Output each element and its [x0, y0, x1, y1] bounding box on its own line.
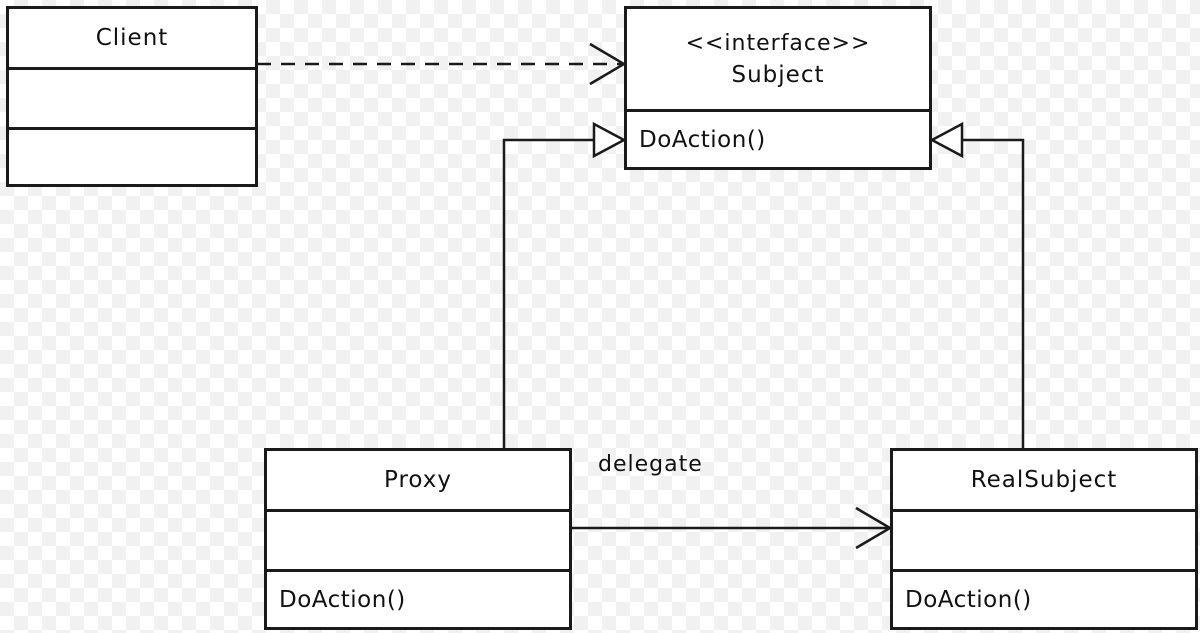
dependency-client-subject[interactable]: [257, 42, 627, 86]
interface-subject[interactable]: <<interface>> Subject DoAction(): [624, 6, 932, 170]
attributes-compartment: [267, 512, 569, 572]
class-name-compartment: <<interface>> Subject: [627, 9, 929, 112]
operations-compartment: DoAction(): [267, 572, 569, 627]
class-name-compartment: Client: [9, 9, 255, 70]
realization-proxy-subject[interactable]: [502, 121, 627, 448]
class-name-compartment: Proxy: [267, 451, 569, 512]
class-name: Proxy: [383, 467, 452, 493]
operation-doaction: DoAction(): [905, 586, 1032, 613]
operation-doaction: DoAction(): [639, 126, 766, 153]
class-name-compartment: RealSubject: [893, 451, 1195, 512]
operations-compartment: DoAction(): [627, 112, 929, 167]
class-name: RealSubject: [970, 467, 1118, 493]
class-proxy[interactable]: Proxy DoAction(): [264, 448, 572, 630]
realization-realsubject-subject[interactable]: [929, 121, 1025, 448]
class-name: Subject: [731, 61, 825, 88]
class-realsubject[interactable]: RealSubject DoAction(): [890, 448, 1198, 630]
delegate-label: delegate: [598, 452, 703, 477]
operations-compartment: [9, 130, 255, 184]
hollow-triangle-icon: [929, 121, 964, 159]
association-proxy-realsubject[interactable]: [570, 506, 893, 550]
class-name: Client: [95, 25, 169, 51]
operations-compartment: DoAction(): [893, 572, 1195, 627]
attributes-compartment: [893, 512, 1195, 572]
stereotype-label: <<interface>>: [685, 30, 871, 56]
hollow-triangle-icon: [592, 121, 627, 159]
attributes-compartment: [9, 70, 255, 130]
operation-doaction: DoAction(): [279, 586, 406, 613]
class-client[interactable]: Client: [6, 6, 258, 187]
